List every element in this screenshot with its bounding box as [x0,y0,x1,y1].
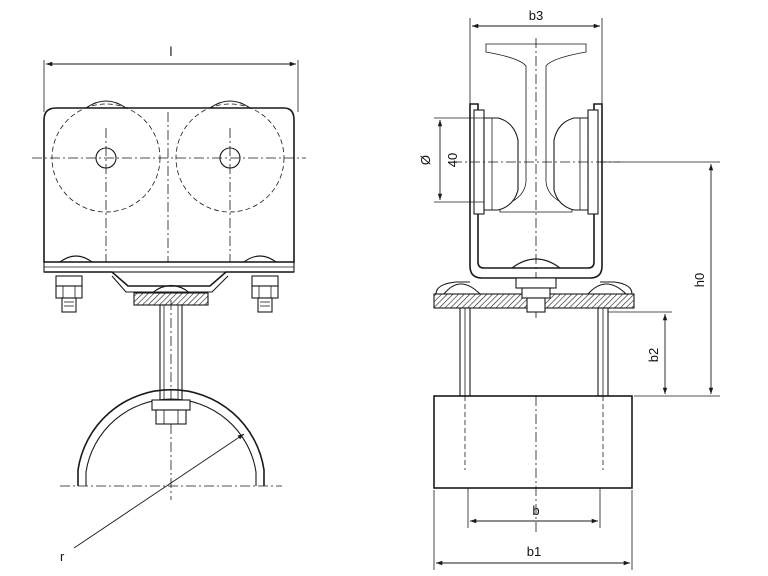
dimension-b1: b1 [433,490,633,570]
dimension-b3-label: b3 [529,8,543,23]
dimension-b1-label: b1 [527,544,541,559]
dimension-l-label: l [170,44,173,59]
dimension-r-label: r [60,549,65,564]
trolley-body-plate [43,107,295,263]
support-rods [459,307,609,470]
dimension-b2-label: b2 [646,348,661,362]
dimension-b3: b3 [469,8,603,108]
dimension-diameter-value: 40 [445,153,460,167]
pipe-clamp-box [433,395,633,489]
dimension-diameter-symbol: Ø [418,155,433,165]
dimension-wheel-diameter: Ø 40 [418,117,484,203]
dimension-b: b [467,488,601,528]
dimension-r: r [60,433,245,564]
threaded-rod [159,300,183,410]
dimension-b2: b2 [608,311,672,394]
bolt-right [251,275,279,313]
dimension-l: l [43,44,299,112]
trolley-frame [469,103,603,279]
center-bolt [515,277,557,313]
dimension-h0-label: h0 [692,273,707,287]
dimension-b-label: b [532,503,539,518]
bolt-left [55,275,83,313]
side-view: l [32,44,306,564]
front-view: b3 Ø 40 [418,8,720,570]
dimension-h0: h0 [600,161,720,397]
i-beam-rail [485,38,587,320]
pipe-clamp-arch [77,388,265,486]
clamp-nut [151,399,191,425]
